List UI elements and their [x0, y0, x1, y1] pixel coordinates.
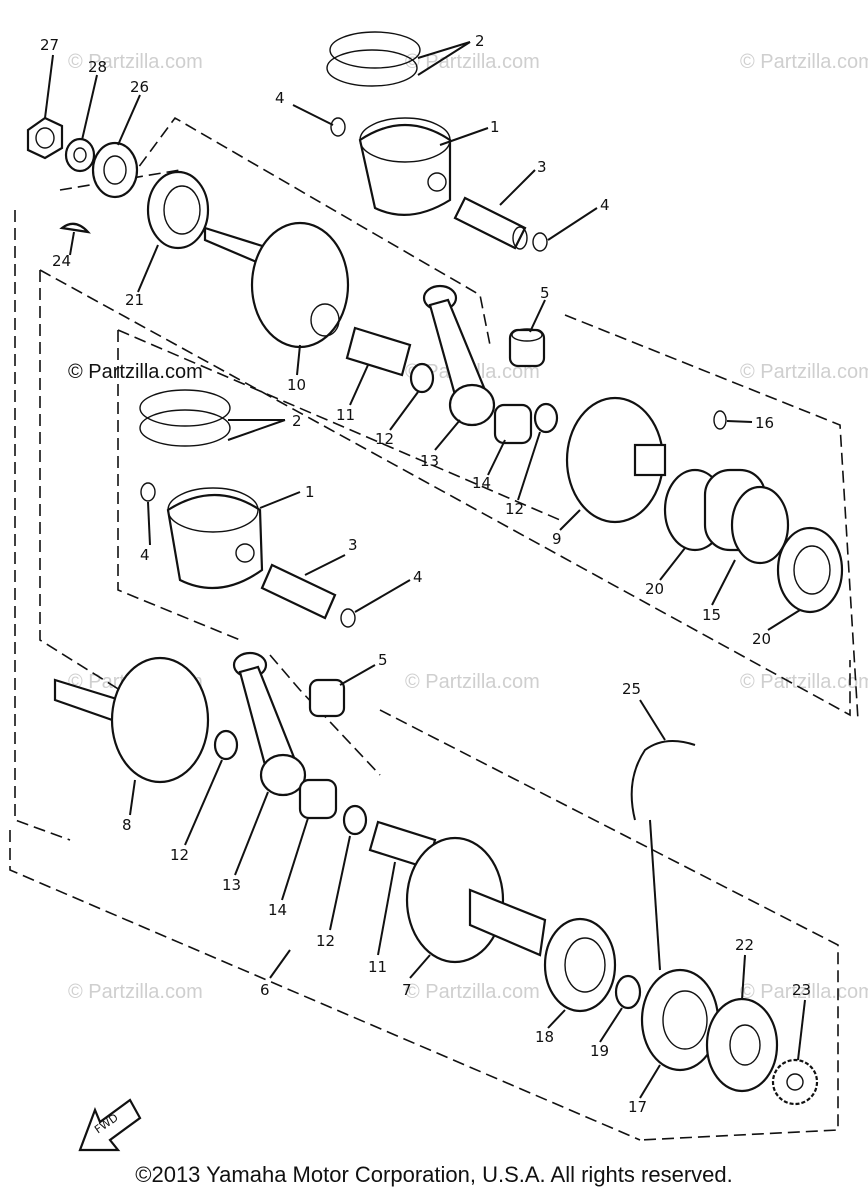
- conrod-part-13-lower: [232, 651, 307, 797]
- callout-label: 18: [535, 1028, 554, 1046]
- washer-part-19: [614, 974, 642, 1010]
- callout-label: 5: [540, 284, 550, 302]
- washer-part-12: [213, 729, 239, 761]
- washer-part-12: [342, 804, 368, 836]
- washer-part-12: [409, 362, 435, 394]
- piston-part-1-top: [358, 117, 452, 216]
- bearing-part-18: [543, 917, 617, 1013]
- callout-label: 5: [378, 651, 388, 669]
- callout-label: 20: [752, 630, 771, 648]
- watermark: © Partzilla.com: [405, 671, 540, 693]
- clip-part-4: [140, 482, 156, 502]
- piston-pin-part-3-top: [453, 196, 528, 250]
- watermark: © Partzilla.com: [740, 981, 868, 1003]
- crank-pin-part-11-top: [345, 326, 412, 377]
- callout-label: 24: [52, 252, 71, 270]
- callout-label: 16: [755, 414, 774, 432]
- callout-label: 4: [140, 546, 150, 564]
- needle-bearing-part-5-lower: [308, 678, 346, 718]
- conrod-part-13-top: [422, 284, 496, 427]
- washer-part-12: [533, 402, 559, 434]
- callout-label: 20: [645, 580, 664, 598]
- callout-label: 4: [275, 89, 285, 107]
- watermark: © Partzilla.com: [740, 671, 868, 693]
- piston-part-1-middle: [166, 487, 264, 590]
- seal-part-25: [630, 740, 696, 821]
- piston-pin-part-3-middle: [260, 563, 337, 620]
- clip-part-4: [340, 608, 356, 628]
- callout-label: 22: [735, 936, 754, 954]
- callout-label: 11: [336, 406, 355, 424]
- clip-part-4: [330, 117, 346, 137]
- clip-part-4: [532, 232, 548, 252]
- callout-label: 12: [505, 500, 524, 518]
- needle-bearing-part-14-lower: [298, 778, 338, 820]
- oil-seal-part-22: [705, 997, 779, 1093]
- callout-label: 26: [130, 78, 149, 96]
- crank-half-part-8: [53, 656, 210, 784]
- callout-label: 12: [316, 932, 335, 950]
- bearing-part-17: [640, 968, 720, 1072]
- leader-lines: [44, 41, 806, 1099]
- callout-label: 10: [287, 376, 306, 394]
- callout-label: 13: [420, 452, 439, 470]
- sprocket-part-23: [771, 1058, 819, 1106]
- parts-layer: FWD: [26, 31, 844, 1152]
- callout-label: 17: [628, 1098, 647, 1116]
- watermark: © Partzilla.com: [405, 51, 540, 73]
- watermark: © Partzilla.com: [68, 51, 203, 73]
- key-part-24: [59, 222, 91, 234]
- callout-label: 19: [590, 1042, 609, 1060]
- nut-part-27: [26, 116, 64, 160]
- callout-label: 27: [40, 36, 59, 54]
- needle-bearing-part-5-top: [508, 328, 546, 368]
- callout-label: 3: [537, 158, 547, 176]
- callout-label: 28: [88, 58, 107, 76]
- callout-label: 14: [472, 474, 491, 492]
- bearing-part-21: [146, 170, 210, 250]
- crank-half-part-7: [405, 836, 547, 964]
- callout-labels: 27 28 26 2 4 1 3 4 24 21 10 5 11 12 13 1…: [40, 32, 811, 1116]
- callout-label: 11: [368, 958, 387, 976]
- callout-label: 21: [125, 291, 144, 309]
- crank-disc-part-9: [565, 396, 667, 524]
- callout-label: 14: [268, 901, 287, 919]
- callout-label: 2: [292, 412, 302, 430]
- callout-label: 8: [122, 816, 132, 834]
- callout-label: 12: [375, 430, 394, 448]
- callout-label: 1: [305, 483, 315, 501]
- watermark: © Partzilla.com: [68, 981, 203, 1003]
- washer-part-28: [64, 137, 96, 173]
- callout-label: 12: [170, 846, 189, 864]
- oil-seal-part-26: [91, 141, 139, 199]
- callout-label: 23: [792, 981, 811, 999]
- callout-label: 2: [475, 32, 485, 50]
- assembly-boundaries: [9, 116, 859, 1141]
- piston-rings-part-2-top: [326, 31, 421, 87]
- callout-label: 3: [348, 536, 358, 554]
- watermark: © Partzilla.com: [405, 981, 540, 1003]
- callout-label: 15: [702, 606, 721, 624]
- callout-label: 4: [600, 196, 610, 214]
- bearing-assembly-part-15-20: [663, 468, 844, 614]
- crank-half-part-10: [203, 221, 350, 349]
- watermark-dark: © Partzilla.com: [68, 361, 203, 383]
- fwd-arrow-icon: FWD: [78, 1098, 142, 1152]
- callout-label: 25: [622, 680, 641, 698]
- piston-rings-part-2-middle: [139, 389, 231, 447]
- callout-label: 13: [222, 876, 241, 894]
- callout-label: 7: [402, 981, 412, 999]
- copyright-notice: ©2013 Yamaha Motor Corporation, U.S.A. A…: [135, 1162, 733, 1187]
- callout-label: 4: [413, 568, 423, 586]
- watermark: © Partzilla.com: [740, 51, 868, 73]
- callout-label: 6: [260, 981, 270, 999]
- callout-label: 9: [552, 530, 562, 548]
- clip-part-16: [713, 410, 727, 430]
- watermark: © Partzilla.com: [740, 361, 868, 383]
- needle-bearing-part-14-top: [493, 403, 533, 445]
- callout-label: 1: [490, 118, 500, 136]
